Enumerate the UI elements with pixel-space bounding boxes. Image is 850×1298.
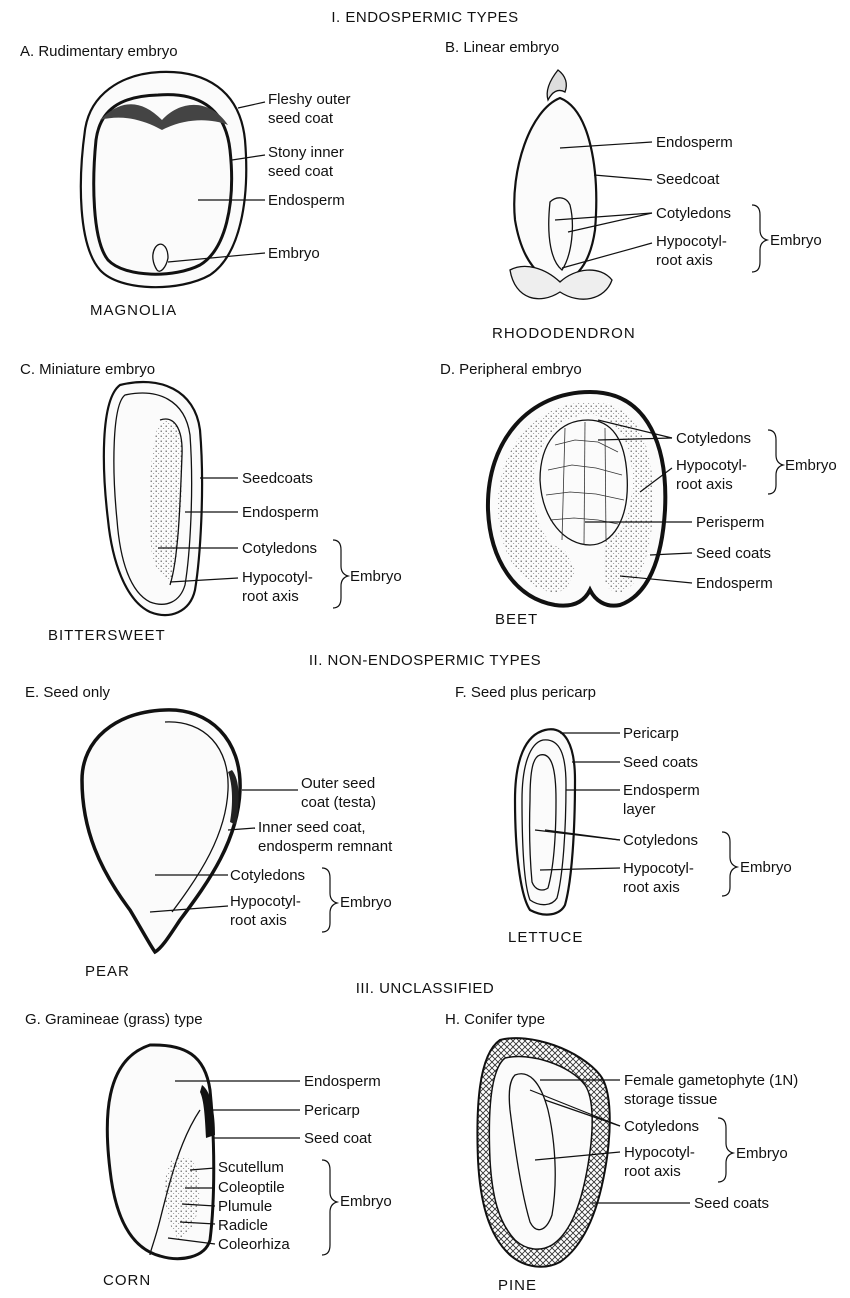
rhodo-label-seedcoat: Seedcoat bbox=[656, 171, 720, 188]
panel-d-beet: D. Peripheral embryo Cotyledons Hypocoty… bbox=[440, 361, 837, 628]
bittersweet-label-endosperm: Endosperm bbox=[242, 504, 319, 521]
rhodo-label-cotyledons: Cotyledons bbox=[656, 205, 731, 222]
pear-caption: PEAR bbox=[85, 963, 130, 980]
magnolia-label-endosperm: Endosperm bbox=[268, 192, 345, 209]
corn-label-coleorhiza: Coleorhiza bbox=[218, 1236, 290, 1253]
panel-c-title: C. Miniature embryo bbox=[20, 361, 155, 378]
pine-label-gametophyte-2: storage tissue bbox=[624, 1091, 717, 1108]
pear-label-inner-2: endosperm remnant bbox=[258, 838, 393, 855]
pear-label-embryo-group: Embryo bbox=[340, 894, 392, 911]
panel-b-rhododendron: B. Linear embryo Endosperm Seedcoat Coty… bbox=[445, 39, 822, 342]
magnolia-label-stony-1: Stony inner bbox=[268, 144, 344, 161]
pear-embryo-brace bbox=[322, 868, 337, 932]
pear-label-inner-1: Inner seed coat, bbox=[258, 819, 366, 836]
panel-h-title: H. Conifer type bbox=[445, 1011, 545, 1028]
lettuce-label-hypocotyl: Hypocotyl- bbox=[623, 860, 694, 877]
bittersweet-label-seedcoats: Seedcoats bbox=[242, 470, 313, 487]
rhodo-label-embryo-group: Embryo bbox=[770, 232, 822, 249]
pine-label-embryo-group: Embryo bbox=[736, 1145, 788, 1162]
section-unclassified-title: III. UNCLASSIFIED bbox=[356, 980, 495, 997]
bittersweet-label-embryo-group: Embryo bbox=[350, 568, 402, 585]
pine-label-hypocotyl: Hypocotyl- bbox=[624, 1144, 695, 1161]
lettuce-label-pericarp: Pericarp bbox=[623, 725, 679, 742]
rhodo-label-endosperm: Endosperm bbox=[656, 134, 733, 151]
rhodo-label-root-axis: root axis bbox=[656, 252, 713, 269]
beet-label-root-axis: root axis bbox=[676, 476, 733, 493]
lettuce-label-root-axis: root axis bbox=[623, 879, 680, 896]
magnolia-caption: MAGNOLIA bbox=[90, 302, 177, 319]
rhodo-label-hypocotyl: Hypocotyl- bbox=[656, 233, 727, 250]
corn-label-radicle: Radicle bbox=[218, 1217, 268, 1234]
beet-caption: BEET bbox=[495, 611, 538, 628]
bittersweet-embryo-brace bbox=[333, 540, 348, 608]
beet-label-hypocotyl: Hypocotyl- bbox=[676, 457, 747, 474]
panel-h-pine: H. Conifer type Female gametophyte (1N) … bbox=[445, 1011, 798, 1294]
section-endospermic-title: I. ENDOSPERMIC TYPES bbox=[331, 9, 518, 26]
beet-label-seed-coats: Seed coats bbox=[696, 545, 771, 562]
beet-label-cotyledons: Cotyledons bbox=[676, 430, 751, 447]
beet-label-perisperm: Perisperm bbox=[696, 514, 764, 531]
corn-label-coleoptile: Coleoptile bbox=[218, 1179, 285, 1196]
pear-label-hypocotyl: Hypocotyl- bbox=[230, 893, 301, 910]
pine-label-seed-coats: Seed coats bbox=[694, 1195, 769, 1212]
corn-kernel bbox=[107, 1045, 214, 1259]
lettuce-label-embryo-group: Embryo bbox=[740, 859, 792, 876]
panel-e-title: E. Seed only bbox=[25, 684, 111, 701]
magnolia-label-fleshy-2: seed coat bbox=[268, 110, 334, 127]
corn-label-scutellum: Scutellum bbox=[218, 1159, 284, 1176]
pear-label-root-axis: root axis bbox=[230, 912, 287, 929]
lettuce-caption: LETTUCE bbox=[508, 929, 583, 946]
lettuce-embryo-brace bbox=[722, 832, 737, 896]
panel-g-corn: G. Gramineae (grass) type Endosperm Peri… bbox=[25, 1011, 392, 1289]
rhodo-embryo-brace bbox=[752, 205, 767, 272]
beet-label-embryo-group: Embryo bbox=[785, 457, 837, 474]
pine-label-root-axis: root axis bbox=[624, 1163, 681, 1180]
pine-caption: PINE bbox=[498, 1277, 537, 1294]
lettuce-label-endosperm-2: layer bbox=[623, 801, 656, 818]
corn-caption: CORN bbox=[103, 1272, 151, 1289]
panel-d-title: D. Peripheral embryo bbox=[440, 361, 582, 378]
beet-label-endosperm: Endosperm bbox=[696, 575, 773, 592]
bittersweet-label-hypocotyl: Hypocotyl- bbox=[242, 569, 313, 586]
pear-label-outer-2: coat (testa) bbox=[301, 794, 376, 811]
section-non-endospermic-title: II. NON-ENDOSPERMIC TYPES bbox=[309, 652, 541, 669]
rhodo-caption: RHODODENDRON bbox=[492, 325, 636, 342]
magnolia-label-stony-2: seed coat bbox=[268, 163, 334, 180]
pear-label-cotyledons: Cotyledons bbox=[230, 867, 305, 884]
lettuce-label-cotyledons: Cotyledons bbox=[623, 832, 698, 849]
panel-a-title: A. Rudimentary embryo bbox=[20, 43, 178, 60]
rhodo-seed-body bbox=[514, 98, 596, 282]
pear-label-outer-1: Outer seed bbox=[301, 775, 375, 792]
corn-label-seed-coat: Seed coat bbox=[304, 1130, 372, 1147]
panel-e-pear: E. Seed only Outer seed coat (testa) Inn… bbox=[25, 684, 393, 980]
bittersweet-caption: BITTERSWEET bbox=[48, 627, 166, 644]
lettuce-label-seed-coats: Seed coats bbox=[623, 754, 698, 771]
magnolia-label-fleshy-1: Fleshy outer bbox=[268, 91, 351, 108]
corn-label-endosperm: Endosperm bbox=[304, 1073, 381, 1090]
pine-label-gametophyte-1: Female gametophyte (1N) bbox=[624, 1072, 798, 1089]
corn-label-plumule: Plumule bbox=[218, 1198, 272, 1215]
corn-embryo-brace bbox=[322, 1160, 337, 1255]
pear-outer-seed-coat bbox=[82, 710, 240, 952]
panel-b-title: B. Linear embryo bbox=[445, 39, 559, 56]
bittersweet-label-root-axis: root axis bbox=[242, 588, 299, 605]
magnolia-label-embryo: Embryo bbox=[268, 245, 320, 262]
corn-label-embryo-group: Embryo bbox=[340, 1193, 392, 1210]
pine-embryo-brace bbox=[718, 1118, 733, 1182]
lettuce-label-endosperm-1: Endosperm bbox=[623, 782, 700, 799]
bittersweet-label-cotyledons: Cotyledons bbox=[242, 540, 317, 557]
panel-f-title: F. Seed plus pericarp bbox=[455, 684, 596, 701]
rhodo-tip bbox=[547, 70, 566, 100]
panel-g-title: G. Gramineae (grass) type bbox=[25, 1011, 203, 1028]
panel-a-magnolia: A. Rudimentary embryo Fleshy outer seed … bbox=[20, 43, 351, 319]
beet-embryo-brace bbox=[768, 430, 783, 494]
panel-c-bittersweet: C. Miniature embryo Seedcoats Endosperm … bbox=[20, 361, 402, 644]
panel-f-lettuce: F. Seed plus pericarp Pericarp Seed coat… bbox=[455, 684, 792, 946]
pine-label-cotyledons: Cotyledons bbox=[624, 1118, 699, 1135]
corn-label-pericarp: Pericarp bbox=[304, 1102, 360, 1119]
